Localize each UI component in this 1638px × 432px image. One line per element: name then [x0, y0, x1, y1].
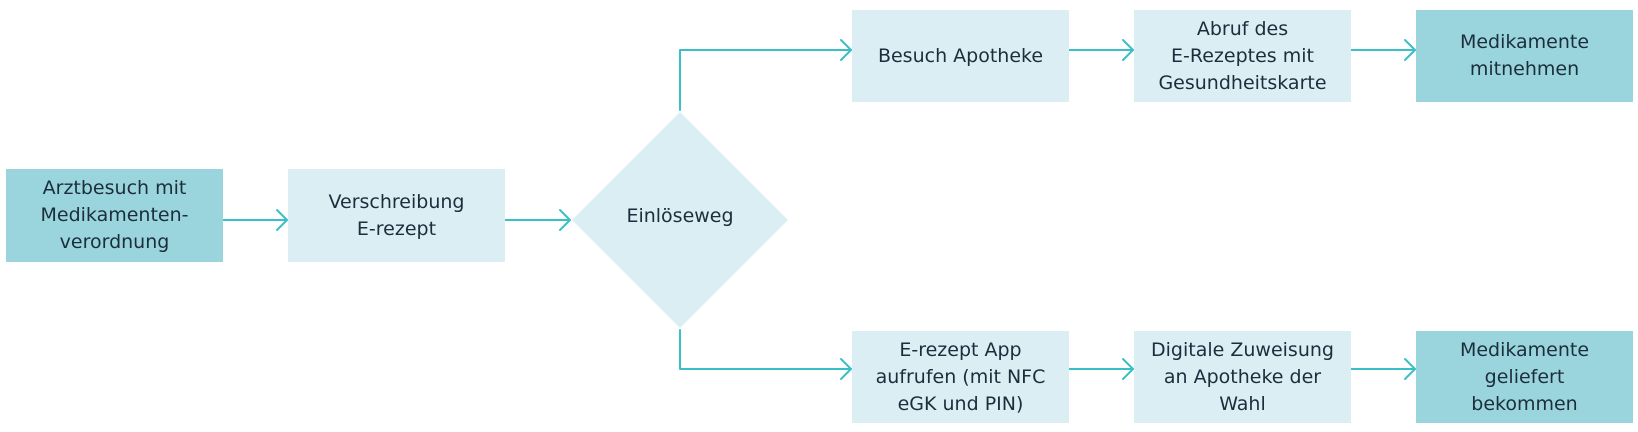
node-abruf-e-rezept: Abruf des E-Rezeptes mit Gesundheitskart…: [1134, 10, 1351, 102]
arrowhead-geliefert: [1404, 358, 1416, 380]
decision-diamond: [572, 112, 788, 328]
connector-einloeseweg-app: [679, 329, 852, 370]
arrowhead-app: [840, 358, 852, 380]
node-arztbesuch: Arztbesuch mit Medikamenten- verordnung: [6, 169, 223, 262]
node-medikamente-mitnehmen: Medikamente mitnehmen: [1416, 10, 1633, 102]
node-e-rezept-app: E-rezept App aufrufen (mit NFC eGK und P…: [852, 331, 1069, 423]
arrowhead-verschreibung: [276, 209, 288, 231]
arrowhead-abruf: [1122, 39, 1134, 61]
arrowhead-zuweisung: [1122, 358, 1134, 380]
node-verschreibung: Verschreibung E-rezept: [288, 169, 505, 262]
node-medikamente-geliefert: Medikamente geliefert bekommen: [1416, 331, 1633, 423]
arrowhead-besuch: [840, 39, 852, 61]
arrowhead-mitnehmen: [1404, 39, 1416, 61]
arrowhead-einloeseweg: [559, 209, 571, 231]
node-besuch-apotheke: Besuch Apotheke: [852, 10, 1069, 102]
connector-einloeseweg-besuch: [679, 49, 852, 111]
decision-label-einloeseweg: Einlöseweg: [626, 205, 734, 227]
node-digitale-zuweisung: Digitale Zuweisung an Apotheke der Wahl: [1134, 331, 1351, 423]
